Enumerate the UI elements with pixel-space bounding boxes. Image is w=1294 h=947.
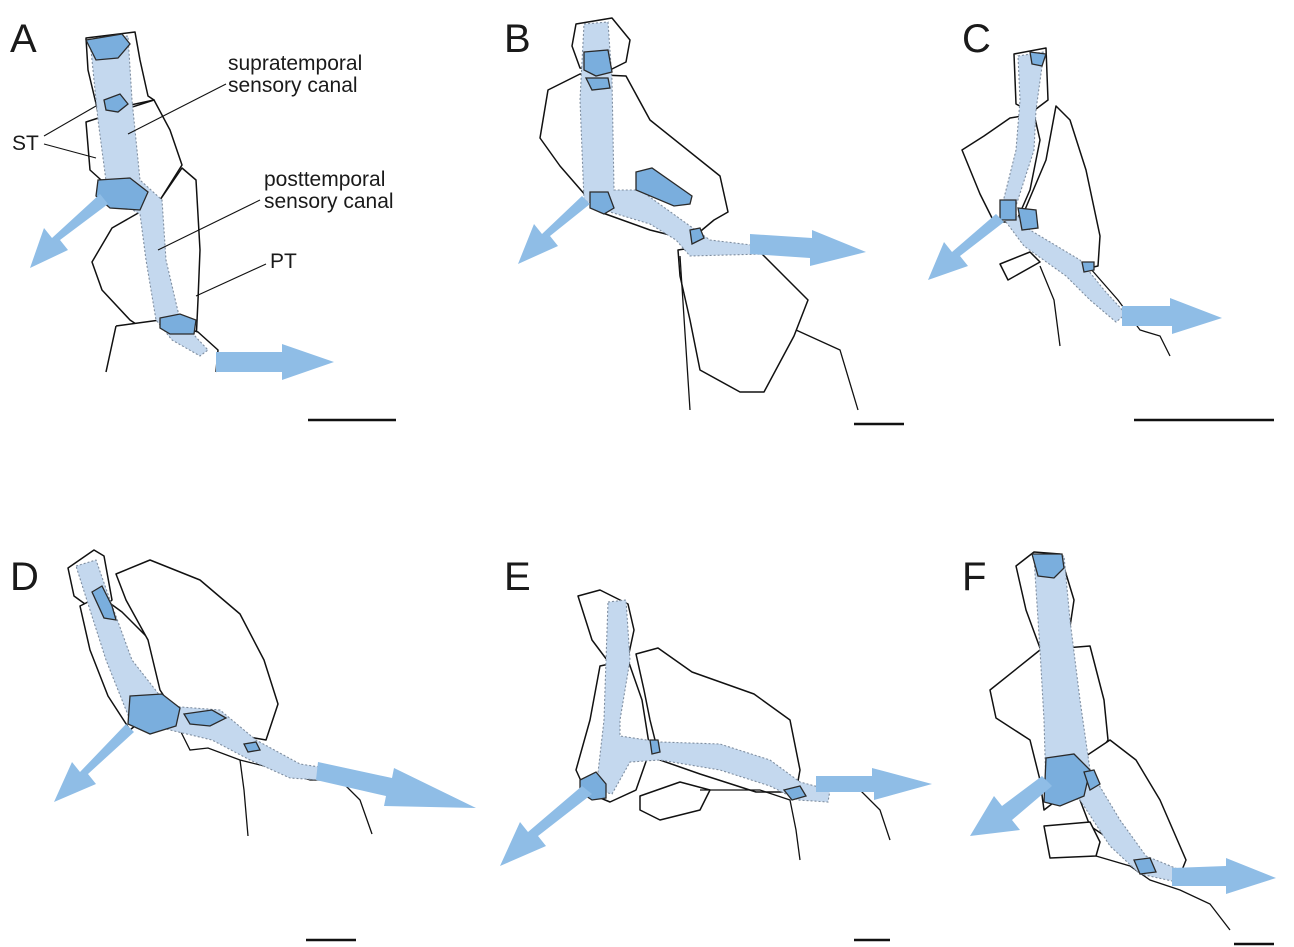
panel-letter-d: D — [10, 555, 39, 599]
small-bone — [1044, 822, 1100, 858]
posttemporal-bone — [678, 244, 808, 392]
canal-pore — [584, 50, 612, 76]
canal-direction-arrow — [54, 724, 134, 802]
canal-direction-arrow — [816, 768, 932, 800]
canal-direction-arrow — [518, 196, 590, 264]
label-st: ST — [12, 132, 39, 155]
canal-direction-arrow — [500, 786, 592, 866]
panel-letter-f: F — [962, 555, 986, 599]
canal-direction-arrow — [1172, 858, 1276, 894]
canal-direction-arrow — [316, 762, 476, 808]
panel-letter-c: C — [962, 17, 991, 61]
canal-pore — [1000, 200, 1016, 220]
panel-e: E — [500, 555, 932, 940]
small-bone — [640, 782, 710, 820]
bone-edge — [700, 790, 890, 860]
panel-letter-a: A — [10, 17, 37, 61]
panel-letter-e: E — [504, 555, 531, 599]
panel-c: C — [928, 17, 1274, 420]
label-supratemporal-1: supratemporal — [228, 52, 362, 75]
panel-f: F — [962, 552, 1276, 944]
canal-direction-arrow — [216, 344, 334, 380]
panel-b: B — [504, 17, 904, 424]
panel-letter-b: B — [504, 17, 531, 61]
small-bone — [1000, 252, 1040, 280]
canal-direction-arrow — [1122, 298, 1222, 334]
label-pt: PT — [270, 250, 297, 273]
label-posttemporal-2: sensory canal — [264, 190, 394, 213]
canal-pore — [1082, 262, 1094, 272]
leader-line — [196, 264, 266, 296]
panel-d: D — [10, 550, 476, 940]
canal-direction-arrow — [928, 214, 1004, 280]
label-supratemporal-2: sensory canal — [228, 74, 358, 97]
label-posttemporal-1: posttemporal — [264, 168, 385, 191]
canal-pore — [650, 740, 660, 754]
canal-pore — [1018, 208, 1038, 230]
panel-a: A supratemporal sensory canal posttempor… — [10, 17, 396, 420]
canal-direction-arrow — [970, 776, 1052, 836]
